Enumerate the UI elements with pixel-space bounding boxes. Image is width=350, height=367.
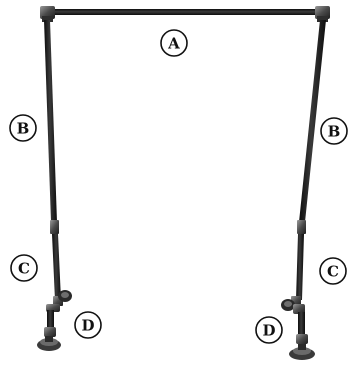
left-upright-lower	[52, 234, 61, 300]
callout-d-left: D	[75, 312, 101, 338]
callout-c-left: C	[11, 255, 37, 281]
top-left-elbow	[40, 6, 55, 22]
right-foot-assembly	[281, 296, 315, 360]
callout-a: A	[161, 30, 187, 56]
callout-b-left-label: B	[17, 120, 30, 138]
left-upright-upper	[44, 20, 57, 222]
right-upright-upper	[299, 20, 326, 222]
right-coupling	[297, 220, 306, 234]
left-coupling	[50, 220, 59, 234]
callout-d-left-label: D	[81, 317, 94, 335]
top-right-elbow	[315, 6, 330, 22]
callout-b-left: B	[10, 115, 36, 141]
callout-b-right-label: B	[328, 123, 341, 141]
callout-b-right: B	[321, 118, 347, 144]
callout-d-right-label: D	[262, 322, 275, 340]
right-upright-lower	[296, 234, 304, 300]
callout-c-right: C	[320, 258, 346, 284]
top-pipe	[50, 9, 318, 15]
callout-a-label: A	[167, 35, 180, 53]
callout-d-right: D	[256, 317, 282, 343]
callout-c-left-label: C	[18, 260, 30, 278]
left-foot-assembly	[37, 290, 72, 351]
callout-c-right-label: C	[327, 263, 339, 281]
